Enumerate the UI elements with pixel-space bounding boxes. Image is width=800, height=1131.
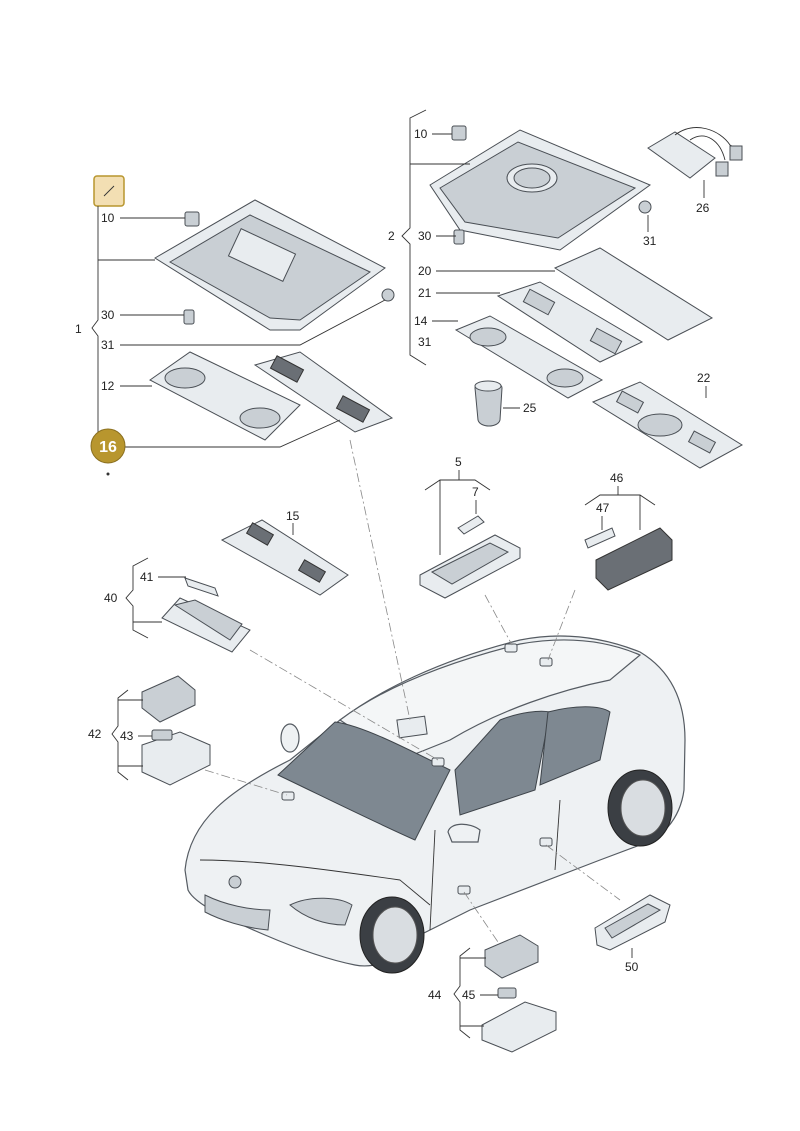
label-10-left: 10	[101, 211, 115, 225]
label-31-mid: 31	[418, 335, 432, 349]
mirror	[447, 823, 481, 843]
label-31-left: 31	[101, 338, 115, 352]
right-console-assembly	[429, 125, 743, 469]
label-15: 15	[286, 509, 300, 523]
lamp-46	[584, 527, 673, 591]
headlight	[289, 897, 353, 926]
lamp-42	[141, 675, 211, 786]
left-console-assembly	[149, 199, 395, 441]
label-7: 7	[472, 485, 479, 499]
label-46: 46	[610, 471, 624, 485]
dashed-leaders	[204, 439, 621, 946]
side-window-rear	[539, 706, 611, 786]
handle-lamp-50	[594, 894, 671, 951]
label-50: 50	[625, 960, 639, 974]
label-14: 14	[414, 314, 428, 328]
label-10-right: 10	[414, 127, 428, 141]
lamp-40	[161, 577, 251, 653]
label-44: 44	[428, 988, 442, 1002]
panel-15	[220, 519, 349, 596]
label-47: 47	[596, 501, 610, 515]
highlight-badge-16	[90, 428, 126, 464]
label-22: 22	[697, 371, 711, 385]
label-5: 5	[455, 455, 462, 469]
label-2: 2	[388, 229, 395, 243]
label-12: 12	[101, 379, 115, 393]
label-41: 41	[140, 570, 154, 584]
label-30-right: 30	[418, 229, 432, 243]
label-43: 43	[120, 729, 134, 743]
label-16: 16	[99, 439, 117, 456]
panel-20	[553, 247, 714, 341]
label-45: 45	[462, 988, 476, 1002]
label-42: 42	[88, 727, 102, 741]
lamp-44	[481, 934, 557, 1053]
module-26	[647, 131, 716, 179]
grille	[204, 894, 271, 931]
label-26: 26	[696, 201, 710, 215]
windshield	[277, 721, 451, 841]
label-1: 1	[75, 322, 82, 336]
car-body	[184, 635, 686, 974]
label-31-right: 31	[643, 234, 657, 248]
label-21: 21	[418, 286, 432, 300]
side-window-front	[454, 710, 551, 816]
label-30-left: 30	[101, 308, 115, 322]
label-20: 20	[418, 264, 432, 278]
lamp-5	[419, 515, 521, 599]
label-25: 25	[523, 401, 537, 415]
label-40: 40	[104, 591, 118, 605]
